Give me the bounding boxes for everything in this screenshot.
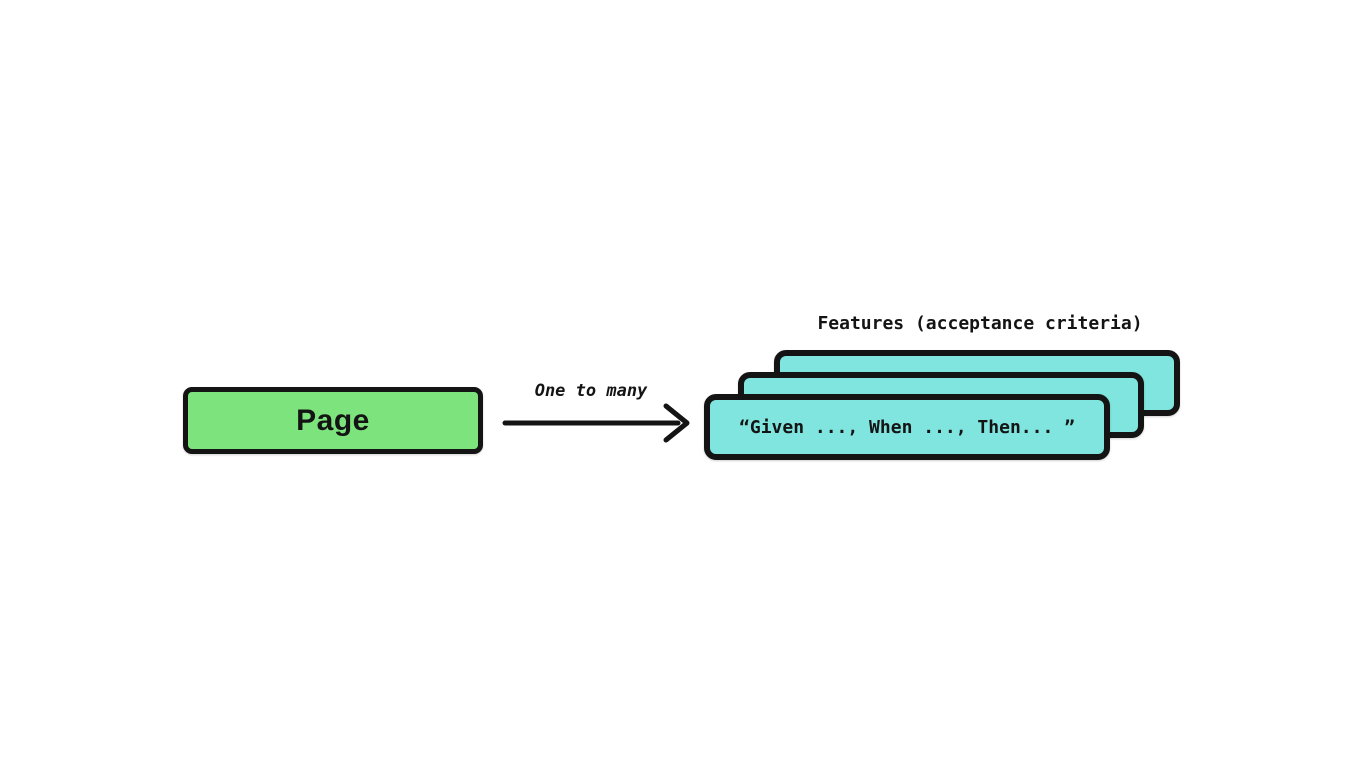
one-to-many-arrow-icon bbox=[502, 403, 690, 443]
page-node: Page bbox=[183, 387, 483, 454]
page-node-label: Page bbox=[296, 403, 370, 437]
feature-card-text: “Given ..., When ..., Then... ” bbox=[739, 416, 1075, 438]
features-stack-title: Features (acceptance criteria) bbox=[817, 313, 1143, 334]
feature-card-front: “Given ..., When ..., Then... ” bbox=[704, 394, 1110, 460]
arrow-label: One to many bbox=[534, 381, 648, 401]
